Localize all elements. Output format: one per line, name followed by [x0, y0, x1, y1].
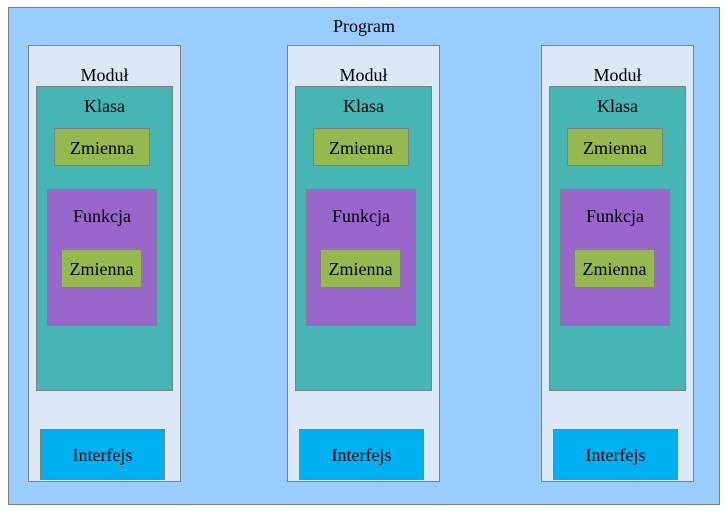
function-variable-label: Zmienna [328, 259, 393, 279]
function-variable-box: Zmienna [574, 249, 655, 288]
module-box-1: Moduł Klasa Zmienna Funkcja Zmienna Inte… [28, 45, 181, 482]
class-variable-label: Zmienna [70, 138, 134, 158]
class-box: Klasa Zmienna Funkcja Zmienna [549, 86, 686, 391]
interface-box: Interfejs [299, 429, 424, 480]
function-box: Funkcja Zmienna [560, 189, 670, 326]
program-label: Program [333, 16, 395, 36]
class-label: Klasa [84, 96, 125, 116]
interface-box: Interfejs [40, 429, 165, 480]
function-variable-label: Zmienna [69, 259, 134, 279]
class-box: Klasa Zmienna Funkcja Zmienna [36, 86, 173, 391]
class-variable-box: Zmienna [313, 128, 409, 166]
function-label: Funkcja [586, 206, 644, 226]
class-variable-label: Zmienna [329, 138, 393, 158]
class-box: Klasa Zmienna Funkcja Zmienna [295, 86, 432, 391]
interface-label: Interfejs [72, 445, 133, 465]
function-variable-box: Zmienna [320, 249, 401, 288]
module-title: Moduł [593, 65, 642, 85]
class-variable-box: Zmienna [54, 128, 150, 166]
program-box: Program Moduł Klasa Zmienna Funkcja Zmie… [8, 7, 720, 505]
module-title: Moduł [80, 65, 129, 85]
module-box-2: Moduł Klasa Zmienna Funkcja Zmienna Inte… [287, 45, 440, 482]
interface-box: Interfejs [553, 429, 678, 480]
interface-label: Interfejs [585, 445, 646, 465]
module-box-3: Moduł Klasa Zmienna Funkcja Zmienna Inte… [541, 45, 694, 482]
class-variable-box: Zmienna [567, 128, 663, 166]
function-box: Funkcja Zmienna [306, 189, 416, 326]
function-variable-box: Zmienna [61, 249, 142, 288]
function-label: Funkcja [73, 206, 131, 226]
function-label: Funkcja [332, 206, 390, 226]
function-box: Funkcja Zmienna [47, 189, 157, 326]
class-label: Klasa [597, 96, 638, 116]
class-label: Klasa [343, 96, 384, 116]
class-variable-label: Zmienna [583, 138, 647, 158]
module-title: Moduł [339, 65, 388, 85]
function-variable-label: Zmienna [582, 259, 647, 279]
interface-label: Interfejs [331, 445, 392, 465]
